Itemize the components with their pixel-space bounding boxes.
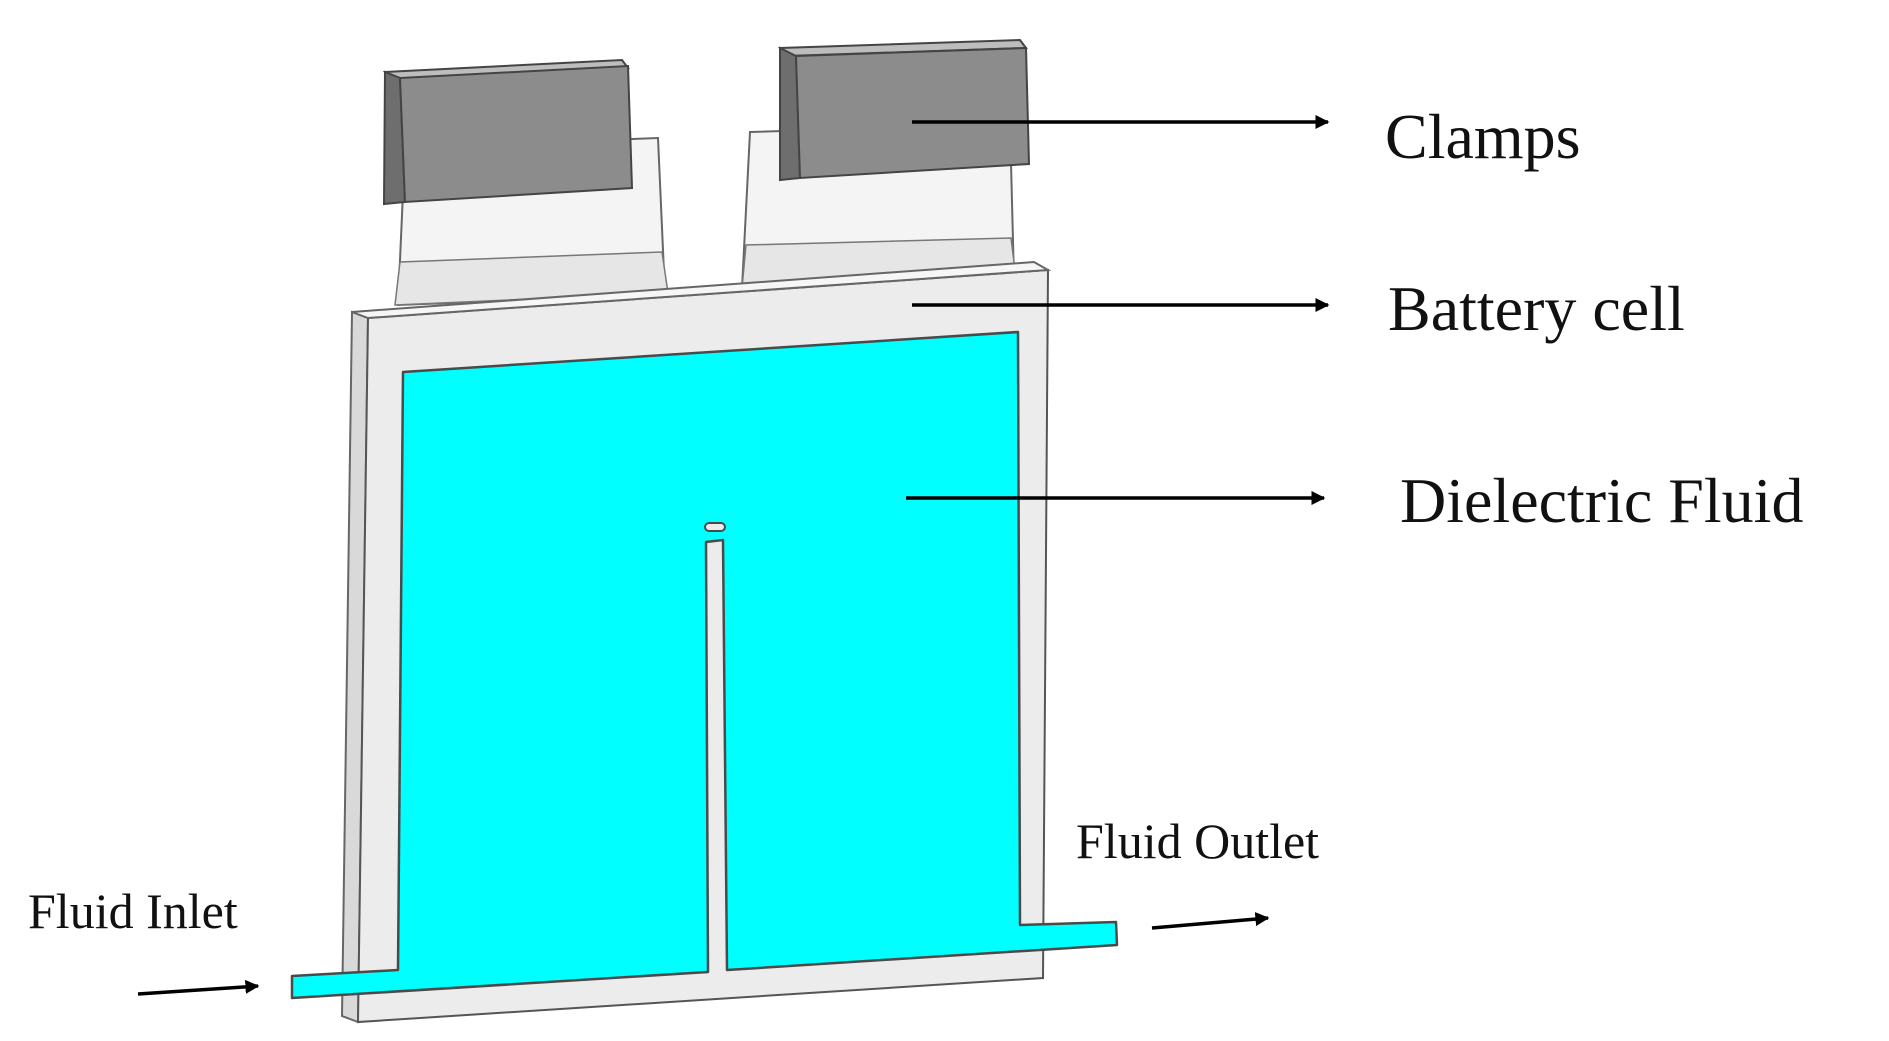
labels: Clamps Battery cell Dielectric Fluid Flu… <box>28 101 1803 939</box>
clamps-label: Clamps <box>1385 101 1581 172</box>
battery-cell-label: Battery cell <box>1388 273 1685 344</box>
center-divider <box>704 522 726 532</box>
cell-top-edge <box>351 260 1052 320</box>
fluid-outlet-arrow <box>1151 912 1270 930</box>
fluid-inlet-arrow <box>137 979 260 996</box>
fluid-region <box>290 330 1119 1000</box>
fluid-outlet-label: Fluid Outlet <box>1076 813 1319 869</box>
callout-arrows <box>137 115 1330 996</box>
clamps <box>382 38 1031 206</box>
fluid-inlet-label: Fluid Inlet <box>28 883 238 939</box>
right-clamp-body <box>794 46 1031 180</box>
dielectric-fluid-channel <box>290 330 1119 1000</box>
left-clamp-body <box>398 64 634 204</box>
dielectric-fluid-label: Dielectric Fluid <box>1400 465 1803 536</box>
